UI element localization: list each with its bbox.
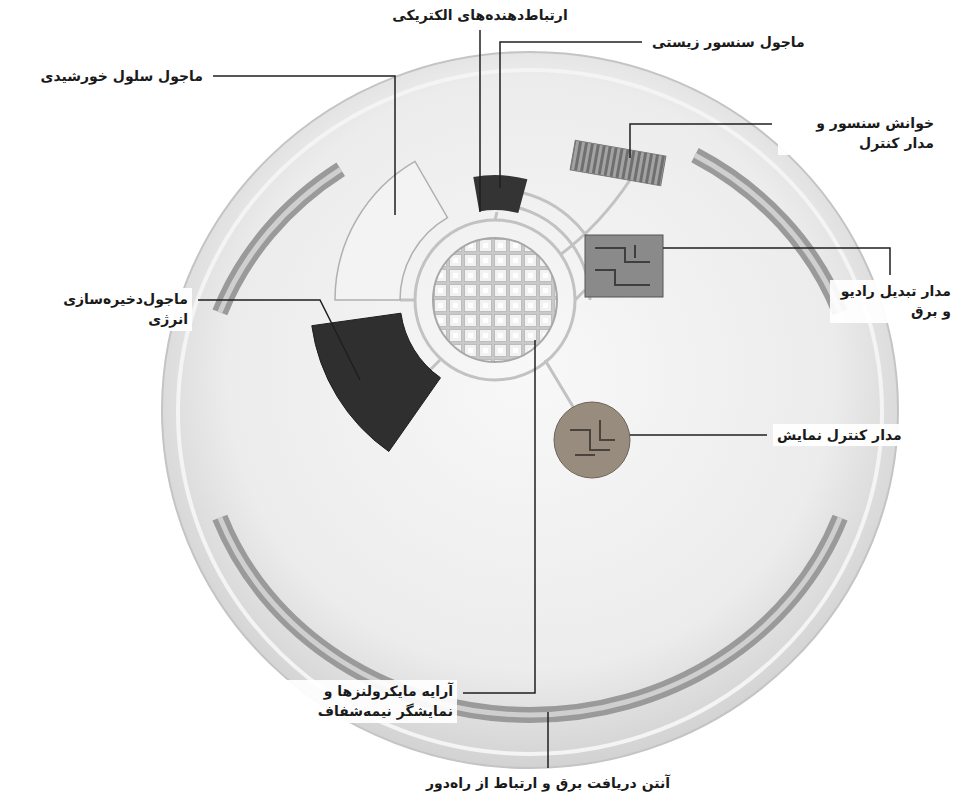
solar-cell — [335, 161, 448, 300]
antenna-band — [220, 155, 840, 715]
part-label: خوانش سنسور و مدار کنترل — [778, 112, 938, 155]
part-label: ماجول سنسور زیستی — [648, 31, 809, 53]
sensor-chip — [570, 140, 666, 186]
lens-highlight — [178, 70, 882, 754]
part-label: مدار تبدیل رادیو و برق — [830, 280, 955, 323]
part-label: ارتباط‌دهنده‌های الکتریکی — [388, 4, 571, 26]
rf-chip — [585, 235, 663, 297]
part-label: مدار کنترل نمایش — [773, 424, 906, 446]
part-label: ماجول سلول خورشیدی — [37, 65, 207, 87]
part-label: آرایه مایکرولنزها و نمایشگر نیمه‌شفاف — [282, 680, 457, 723]
part-label: ماجول‌دخیره‌سازی انرژی — [22, 288, 192, 331]
energy-storage — [312, 313, 441, 451]
display-control — [554, 402, 630, 478]
lens-body — [162, 52, 898, 768]
microlens-array — [433, 238, 557, 362]
part-label: آنتن دریافت برق و ارتباط از راه‌دور — [422, 772, 674, 794]
